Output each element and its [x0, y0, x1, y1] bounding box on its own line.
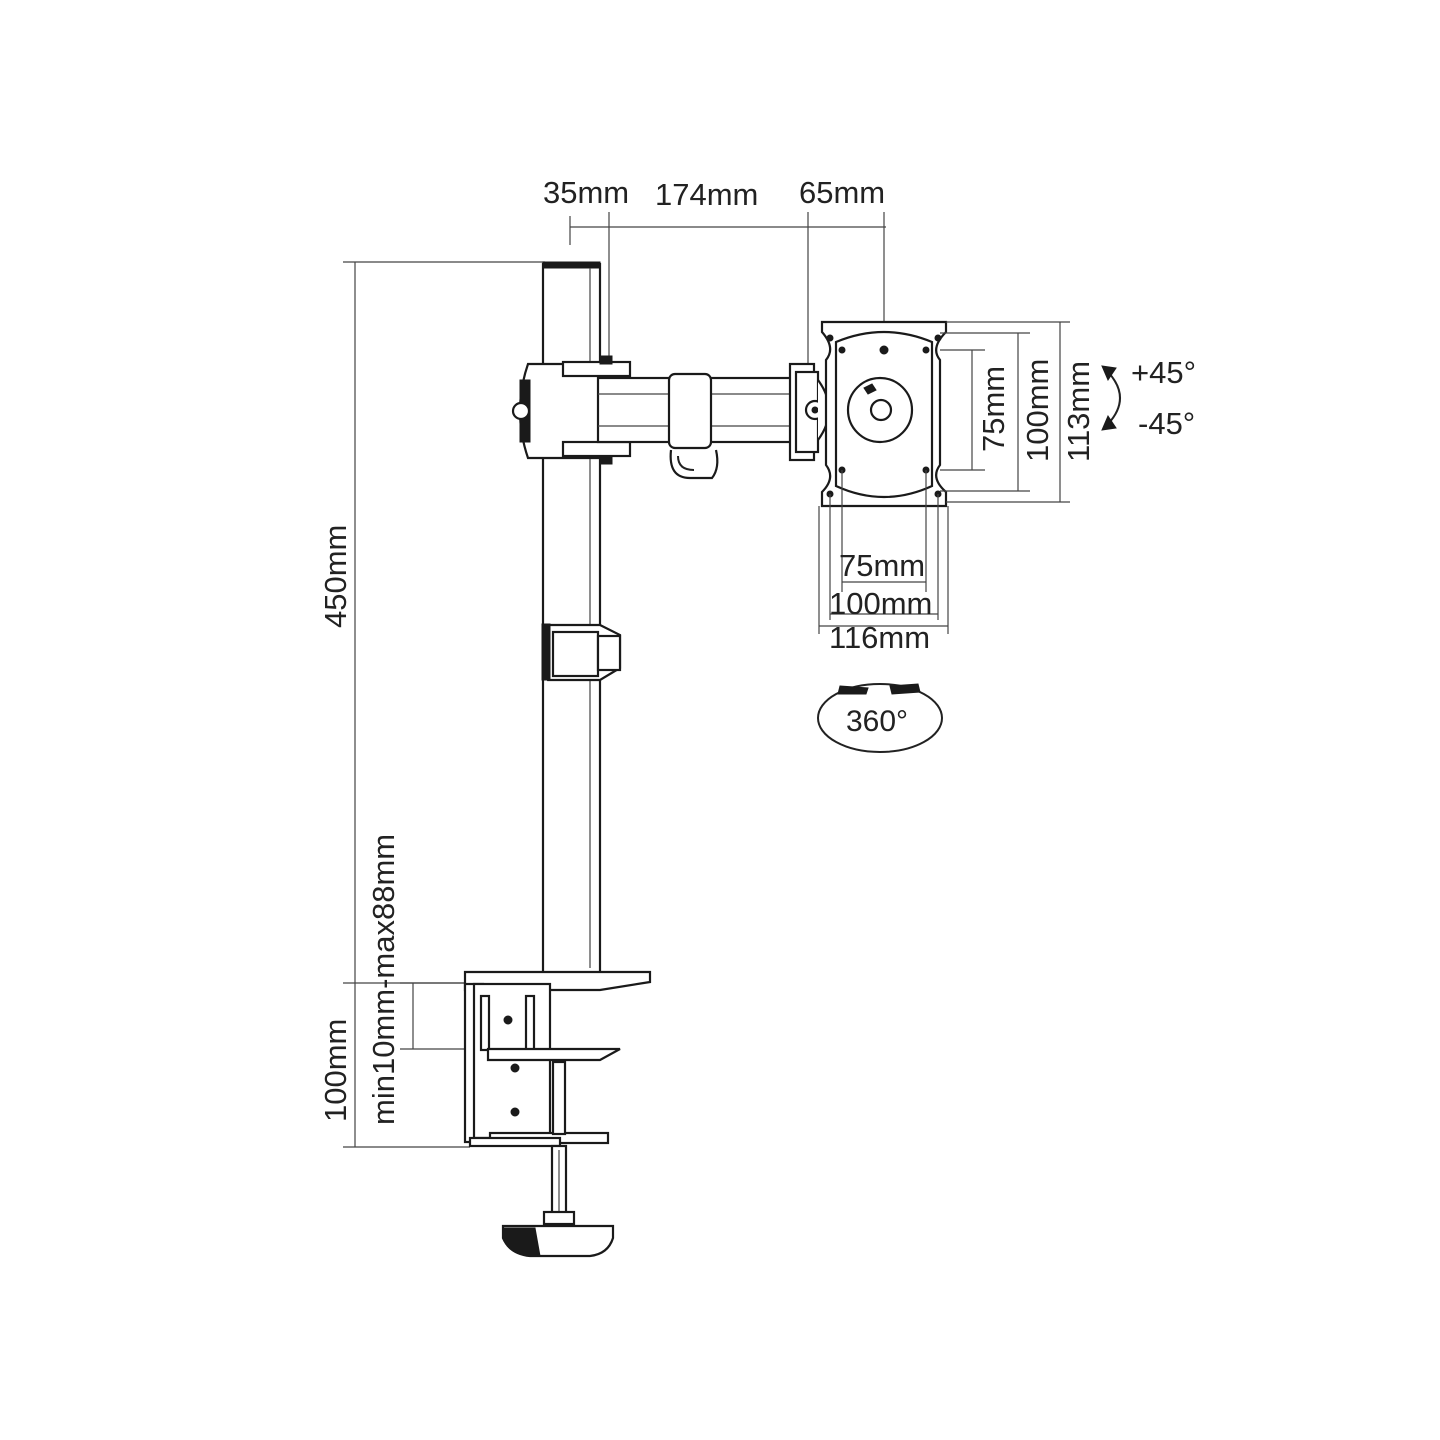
top-dimension-line [569, 212, 886, 368]
arm [596, 372, 800, 480]
cable-clip [541, 623, 622, 682]
vesa-horizontal-small-label: 75mm [839, 548, 925, 583]
vesa-vertical-small-label: 75mm [976, 366, 1011, 452]
head-joint [788, 362, 830, 462]
desk-thickness-label: min10mm-max88mm [366, 834, 401, 1125]
rotation-label: 360° [846, 705, 908, 738]
tilt-arrow-icon [1101, 365, 1121, 431]
vesa-vertical-large-label: 100mm [1020, 359, 1055, 462]
plate-width-label: 116mm [829, 620, 930, 655]
desk-clamp [463, 970, 652, 1148]
clamp-knob [501, 1060, 615, 1258]
plate-height-label: 113mm [1061, 361, 1096, 462]
tilt-down-label: -45° [1138, 406, 1195, 441]
pole-collar [511, 355, 632, 465]
height-dimension-lines [343, 261, 545, 1148]
plate-vertical-dimensions [940, 321, 1070, 503]
pole-offset-label: 35mm [543, 175, 629, 210]
arm-length-label: 174mm [655, 177, 758, 212]
vesa-plate [820, 320, 948, 508]
vesa-horizontal-large-label: 100mm [829, 586, 932, 621]
tilt-up-label: +45° [1131, 355, 1196, 390]
pole-height-label: 450mm [318, 525, 353, 628]
rotation-arrow-icon [817, 683, 943, 753]
head-offset-label: 65mm [799, 175, 885, 210]
clamp-height-label: 100mm [318, 1019, 353, 1122]
plate-horizontal-dimensions [818, 470, 949, 634]
